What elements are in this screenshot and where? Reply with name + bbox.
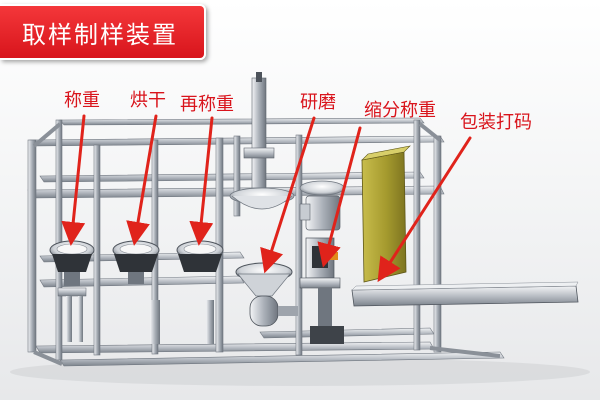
arrow-reweigh [189,116,214,246]
title-banner: 取样制样装置 [0,4,206,60]
page-title: 取样制样装置 [22,21,178,49]
floor-shadow [10,358,590,386]
grinder-motor [299,180,345,231]
weighing-tray-2 [112,240,160,284]
label-arrows [61,114,472,283]
lift-column [243,72,275,189]
grinder-funnel [235,262,298,327]
dryer-hood [229,187,295,210]
arrow-dry [126,114,158,246]
arrow-grind [260,116,316,274]
label-weigh: 称重 [64,90,100,111]
label-split-weigh: 缩分称重 [364,100,436,121]
label-reweigh: 再称重 [180,94,234,115]
weighing-tray-3 [176,240,224,272]
packing-panel [361,145,411,283]
arrow-weigh [61,114,86,246]
arrow-split-weigh [317,126,362,268]
arrow-pack-code [377,136,472,283]
label-dry: 烘干 [130,90,166,111]
label-pack-code: 包装打码 [460,112,532,133]
label-grind: 研磨 [300,92,336,113]
split-weigh-unit [299,237,344,344]
tray-lift-mechanism [57,287,214,344]
output-conveyor [351,281,579,307]
